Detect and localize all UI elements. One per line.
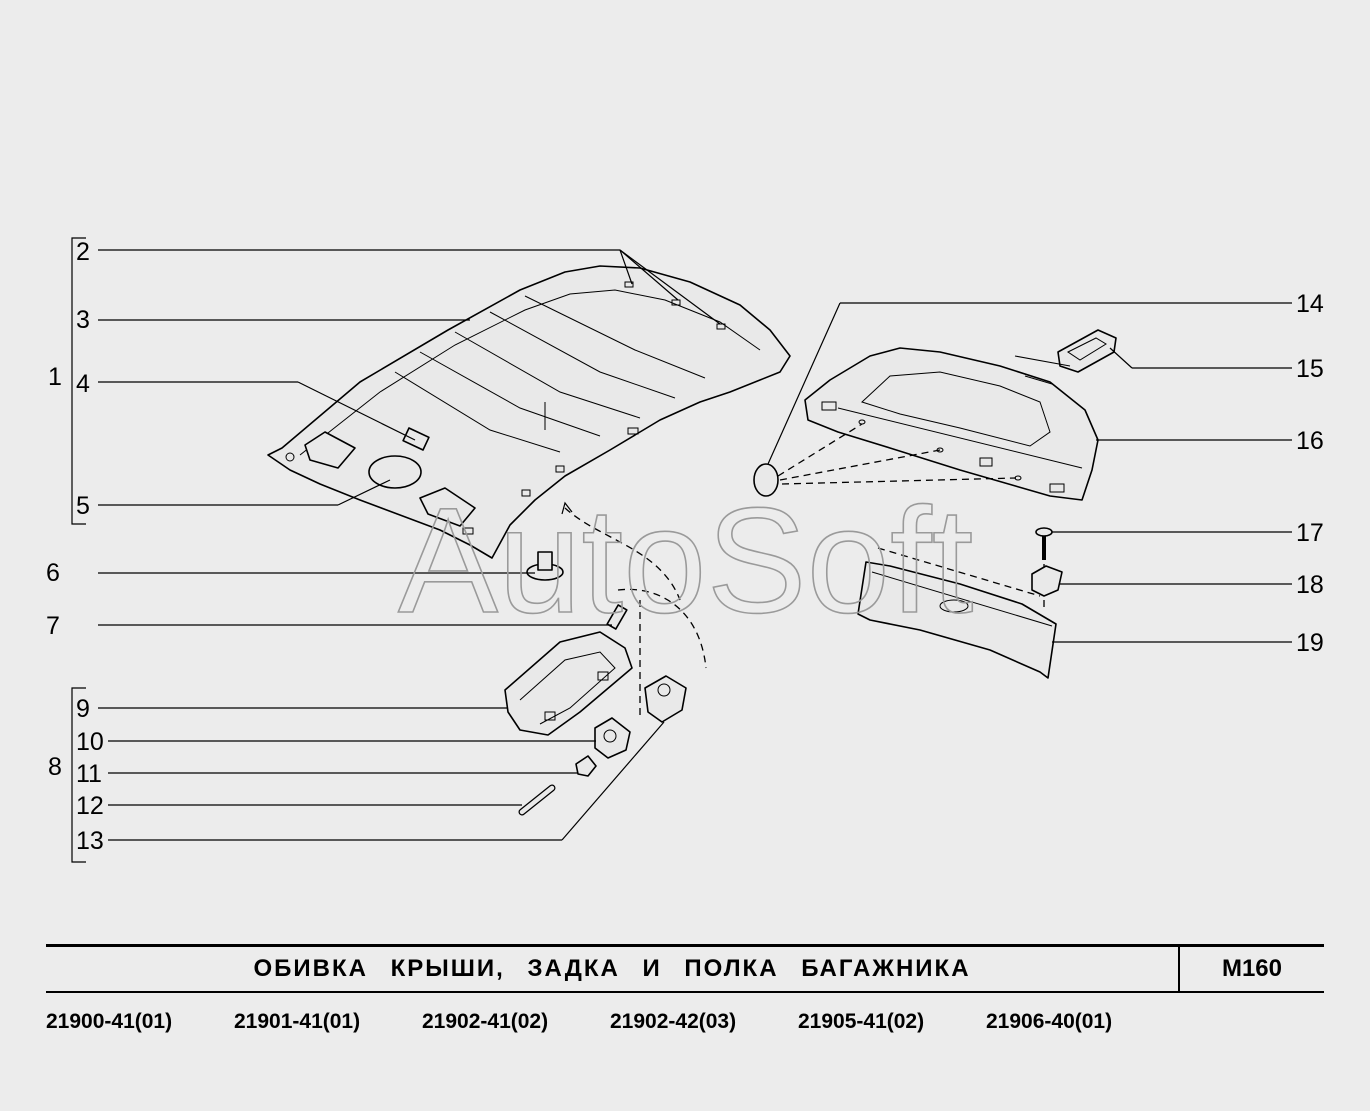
model-code: 21906-40(01)	[986, 1010, 1113, 1033]
clip-18	[1031, 565, 1063, 597]
callout-8: 8	[48, 753, 62, 781]
callout-numbers: 1 2 3 4 5 6 7 8 9 10 11 12 13 14 15 16 1…	[46, 238, 1324, 855]
callout-14: 14	[1296, 290, 1324, 318]
model-code: 21905-41(02)	[798, 1010, 925, 1033]
callout-5: 5	[76, 492, 90, 520]
callout-19: 19	[1296, 629, 1324, 657]
callout-10: 10	[76, 728, 104, 756]
clip-11	[575, 755, 597, 777]
leader-lines	[98, 249, 1292, 841]
title-bar: ОБИВКА КРЫШИ, ЗАДКА И ПОЛКА БАГАЖНИКА M1…	[46, 944, 1324, 993]
group-brackets	[71, 237, 86, 863]
callout-13: 13	[76, 827, 104, 855]
plug-14	[753, 423, 1017, 497]
callout-3: 3	[76, 306, 90, 334]
callout-6: 6	[46, 559, 60, 587]
page-code: M160	[1178, 947, 1324, 991]
trim-panel-19	[857, 547, 1057, 679]
pin-12	[518, 784, 556, 816]
callout-17: 17	[1296, 519, 1324, 547]
watermark: AutoSoft	[398, 476, 973, 644]
callout-12: 12	[76, 792, 104, 820]
model-code: 21902-41(02)	[422, 1010, 549, 1033]
callout-1: 1	[48, 363, 62, 391]
callout-4: 4	[76, 370, 90, 398]
model-code: 21900-41(01)	[46, 1010, 173, 1033]
model-list: 21900-41(01) 21901-41(01) 21902-41(02) 2…	[46, 1010, 1346, 1034]
page-title: ОБИВКА КРЫШИ, ЗАДКА И ПОЛКА БАГАЖНИКА	[253, 955, 971, 982]
roof-headliner	[267, 265, 791, 559]
callout-16: 16	[1296, 427, 1324, 455]
clip-6	[526, 551, 564, 581]
model-code: 21902-42(03)	[610, 1010, 737, 1033]
screw-7	[606, 604, 628, 630]
callout-18: 18	[1296, 571, 1324, 599]
callout-15: 15	[1296, 355, 1324, 383]
callout-2: 2	[76, 238, 90, 266]
bracket-right	[644, 675, 687, 723]
model-code: 21901-41(01)	[234, 1010, 361, 1033]
callout-11: 11	[76, 760, 102, 788]
handle-9	[504, 631, 633, 736]
parts-diagram: 1 2 3 4 5 6 7 8 9 10 11 12 13 14 15 16 1…	[46, 237, 1324, 863]
bracket-10	[594, 717, 631, 759]
callout-9: 9	[76, 695, 90, 723]
callout-7: 7	[46, 612, 60, 640]
